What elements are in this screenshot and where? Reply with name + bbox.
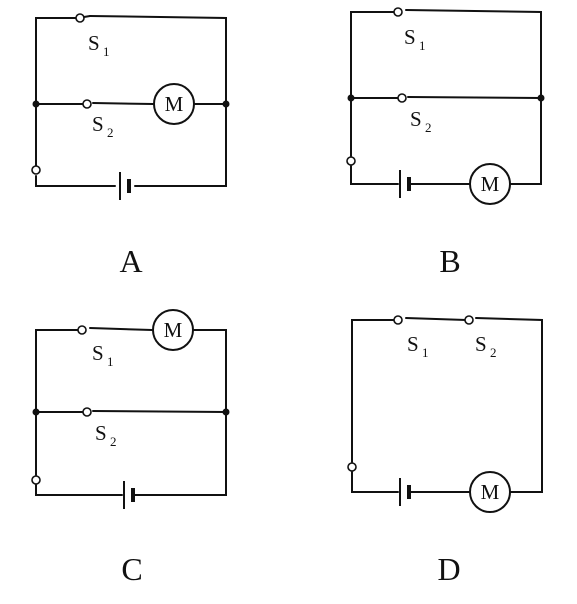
circuit-c-main-switch [31, 475, 41, 485]
circuit-b: S 1 S 2 M B [346, 7, 545, 279]
circuit-c: S 1 S 2 M C [31, 309, 230, 587]
circuit-a-junction-left [32, 100, 40, 108]
circuit-d-motor: M [469, 471, 511, 513]
circuit-a-switch-s2: S 2 [82, 99, 114, 140]
circuit-d-s1-label: S [407, 332, 419, 356]
circuit-c-battery [123, 481, 135, 509]
circuit-c-option-label: C [121, 551, 142, 587]
circuit-a-s1-subscript: 1 [103, 44, 110, 59]
circuit-a-s1-label: S [88, 31, 100, 55]
circuit-b-s1-subscript: 1 [419, 38, 426, 53]
circuit-a-motor-label: M [165, 92, 184, 116]
circuit-d: S 1 S 2 M D [347, 315, 543, 587]
circuit-a: S 1 S 2 M A [31, 13, 230, 279]
circuit-c-motor-label: M [164, 318, 183, 342]
circuit-b-switch-s1: S 1 [393, 7, 426, 53]
circuit-b-frame-wires [350, 9, 542, 185]
circuit-d-frame-wires [351, 317, 543, 493]
circuit-a-switch-s1: S 1 [75, 13, 110, 59]
circuit-b-motor-label: M [481, 172, 500, 196]
circuit-c-s2-label: S [95, 421, 107, 445]
circuit-d-s2-label: S [475, 332, 487, 356]
circuit-a-option-label: A [119, 243, 142, 279]
circuit-d-switch-s2: S 2 [464, 315, 497, 360]
circuit-c-s2-subscript: 2 [110, 434, 117, 449]
circuit-d-s1-subscript: 1 [422, 345, 429, 360]
circuit-c-s1-subscript: 1 [107, 354, 114, 369]
circuit-b-main-switch [346, 156, 356, 166]
circuit-c-junction-right [222, 408, 230, 416]
circuit-b-junction-right [537, 94, 545, 102]
circuit-b-motor: M [469, 163, 511, 205]
circuit-a-motor: M [153, 83, 195, 125]
circuit-a-junction-right [222, 100, 230, 108]
circuit-d-battery [399, 478, 411, 506]
circuit-d-motor-label: M [481, 480, 500, 504]
circuit-a-s2-label: S [92, 112, 104, 136]
circuit-c-switch-s1: S 1 [77, 325, 114, 369]
circuit-b-junction-left [347, 94, 355, 102]
circuit-d-switch-s1: S 1 [393, 315, 429, 360]
circuit-a-main-switch [31, 165, 41, 175]
circuit-b-s2-label: S [410, 107, 422, 131]
circuit-c-s1-label: S [92, 341, 104, 365]
circuit-d-s2-subscript: 2 [490, 345, 497, 360]
circuit-a-battery [119, 172, 131, 200]
circuit-d-main-switch [347, 462, 357, 472]
circuit-b-s1-label: S [404, 25, 416, 49]
circuit-a-frame-wires [35, 15, 227, 187]
circuit-d-option-label: D [437, 551, 460, 587]
circuit-a-s2-subscript: 2 [107, 125, 114, 140]
circuit-c-frame-wires [35, 327, 227, 496]
circuit-b-option-label: B [439, 243, 460, 279]
circuit-c-motor: M [152, 309, 194, 351]
circuit-b-battery [399, 170, 411, 198]
circuit-b-switch-s2: S 2 [397, 93, 432, 135]
circuit-c-junction-left [32, 408, 40, 416]
circuit-b-s2-subscript: 2 [425, 120, 432, 135]
circuit-c-switch-s2: S 2 [82, 407, 117, 449]
